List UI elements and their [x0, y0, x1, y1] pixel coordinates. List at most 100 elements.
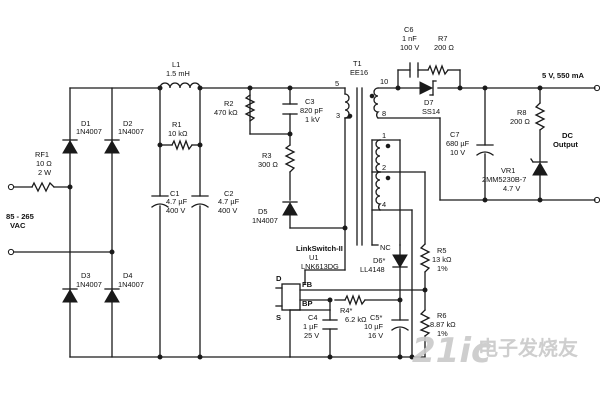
- label-u1-ref: U1: [309, 253, 318, 262]
- label-rf1-pwr: 2 W: [38, 168, 51, 177]
- diode-d7: [419, 80, 437, 96]
- capacitor-c5: [391, 319, 409, 331]
- label-c1-ref: C1: [170, 189, 179, 198]
- label-d7-part: SS14: [422, 107, 440, 116]
- ic-u1: [275, 283, 301, 311]
- label-d7-ref: D7: [424, 98, 433, 107]
- label-c3-ref: C3: [305, 97, 314, 106]
- label-t1-pin2: 2: [382, 163, 386, 172]
- label-c3-volt: 1 kV: [305, 115, 320, 124]
- capacitor-c4: [322, 319, 338, 330]
- label-u1-pin-d: D: [276, 274, 282, 283]
- label-t1-pin8: 8: [382, 109, 386, 118]
- label-c7-val: 680 µF: [446, 139, 470, 148]
- label-vr1-part: 2MM5230B-7: [482, 175, 526, 184]
- label-output-rating: 5 V, 550 mA: [542, 71, 584, 80]
- label-c5-volt: 16 V: [368, 331, 383, 340]
- label-rf1-val: 10 Ω: [36, 159, 52, 168]
- label-c5-ref: C5*: [370, 313, 382, 322]
- bridge-diode-d4: [104, 288, 120, 303]
- label-r6-ref: R6: [437, 311, 446, 320]
- resistor-r3: [284, 144, 296, 173]
- label-d3-ref: D3: [81, 271, 90, 280]
- watermark-latin: 21ic: [412, 331, 491, 371]
- label-d5-ref: D5: [258, 207, 267, 216]
- label-t1-pin5: 5: [335, 79, 339, 88]
- label-r6-tol: 1%: [437, 329, 448, 338]
- resistor-r8: [534, 102, 546, 131]
- label-r1-val: 10 kΩ: [168, 129, 188, 138]
- label-d4-ref: D4: [123, 271, 132, 280]
- label-u1-part: LNK613DG: [301, 262, 339, 271]
- label-c4-val: 1 µF: [303, 322, 318, 331]
- label-vr1-volt: 4.7 V: [503, 184, 520, 193]
- label-c6-volt: 100 V: [400, 43, 419, 52]
- label-t1-pin10: 10: [380, 77, 388, 86]
- label-d6-ref: D6*: [373, 256, 385, 265]
- label-vac-range: 85 - 265: [6, 212, 35, 221]
- label-u1-family: LinkSwitch-II: [296, 244, 343, 253]
- label-r8-val: 200 Ω: [510, 117, 530, 126]
- capacitor-c3: [282, 103, 298, 115]
- label-r3-val: 300 Ω: [258, 160, 278, 169]
- label-l1-val: 1.5 mH: [166, 69, 190, 78]
- label-t1-pin1: 1: [382, 131, 386, 140]
- resistor-rf1: [31, 181, 55, 193]
- label-t1-pin4: 4: [382, 200, 386, 209]
- capacitor-c6: [409, 62, 419, 78]
- label-r7-ref: R7: [438, 34, 447, 43]
- label-c6-ref: C6: [404, 25, 413, 34]
- label-r7-val: 200 Ω: [434, 43, 454, 52]
- label-d2-part: 1N4007: [118, 127, 144, 136]
- diode-d6: [392, 244, 408, 268]
- label-r5-val: 13 kΩ: [432, 255, 452, 264]
- label-c7-volt: 10 V: [450, 148, 465, 157]
- resistor-r1: [171, 139, 193, 151]
- label-c1-volt: 400 V: [166, 206, 185, 215]
- label-c4-volt: 25 V: [304, 331, 319, 340]
- label-t1-nc: NC: [380, 243, 391, 252]
- wires: [7, 69, 600, 358]
- label-c1-val: 4.7 µF: [166, 197, 188, 206]
- label-u1-pin-fb: FB: [302, 280, 313, 289]
- label-r6-val: 8.87 kΩ: [430, 320, 456, 329]
- label-r8-ref: R8: [517, 108, 526, 117]
- resistor-r4: [344, 294, 366, 306]
- label-r3-ref: R3: [262, 151, 271, 160]
- label-vr1-ref: VR1: [501, 166, 515, 175]
- label-d1-part: 1N4007: [76, 127, 102, 136]
- diode-d5: [282, 201, 298, 216]
- zener-vr1: [530, 158, 548, 176]
- label-d5-part: 1N4007: [252, 216, 278, 225]
- inductor-l1: [159, 82, 201, 89]
- label-c4-ref: C4: [308, 313, 317, 322]
- label-c7-ref: C7: [450, 130, 459, 139]
- resistor-r7: [427, 64, 449, 76]
- label-r5-ref: R5: [437, 246, 446, 255]
- label-dc: DC: [562, 131, 573, 140]
- label-c6-val: 1 nF: [402, 34, 417, 43]
- label-t1-pin3: 3: [336, 111, 340, 120]
- label-r4-ref: R4*: [340, 306, 352, 315]
- resistor-r5: [419, 243, 431, 273]
- capacitor-c7: [476, 144, 494, 156]
- label-rf1-ref: RF1: [35, 150, 49, 159]
- resistor-r6: [419, 309, 431, 337]
- label-t1-ref: T1: [353, 59, 362, 68]
- label-c5-val: 10 µF: [364, 322, 384, 331]
- bridge-diode-d2: [104, 139, 120, 154]
- label-r4-val: 6.2 kΩ: [345, 315, 367, 324]
- label-r2-val: 470 kΩ: [214, 108, 238, 117]
- component-labels: RF1 10 Ω 2 W 85 - 265 VAC D1 1N4007 D 2 1…: [6, 25, 584, 340]
- label-r1-ref: R1: [172, 120, 181, 129]
- label-vac: VAC: [10, 221, 26, 230]
- label-c2-ref: C2: [224, 189, 233, 198]
- label-l1-ref: L1: [172, 60, 180, 69]
- label-d1-ref: D1: [81, 119, 90, 128]
- transformer-t1: [344, 87, 391, 246]
- capacitor-c1: [151, 195, 169, 208]
- label-c2-val: 4.7 µF: [218, 197, 240, 206]
- label-u1-pin-s: S: [276, 313, 281, 322]
- junction-dots: [67, 85, 543, 360]
